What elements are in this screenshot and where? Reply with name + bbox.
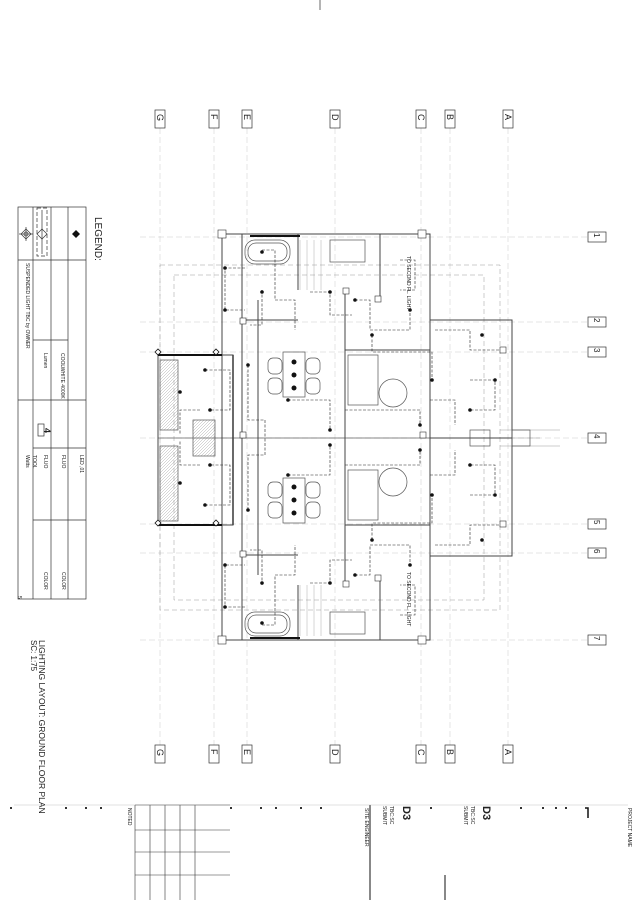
grid-letter-c-top: C — [416, 114, 426, 121]
noted-label: NOTED — [126, 808, 132, 826]
grid-number-7: 7 — [592, 636, 601, 641]
legend-col-color: COLOR — [60, 572, 66, 590]
grid-letter-f-top: F — [209, 114, 219, 120]
sheet-code-1: D3 — [480, 806, 492, 821]
grid-number-1: 1 — [592, 233, 601, 238]
legend-col-fluo-2: FLUO — [42, 455, 48, 469]
legend-col-led: LED ,01 — [78, 455, 84, 474]
grid-letter-f-bottom: F — [209, 749, 219, 755]
legend-col-fluo-1: FLUO — [60, 455, 66, 469]
legend-heading: LEGEND: — [92, 217, 103, 261]
grid-letter-b-bottom: B — [445, 749, 455, 756]
grid-number-4: 4 — [592, 434, 601, 439]
sheet-sub-2b: SUBMIT — [381, 806, 387, 825]
legend-small-number: 5 — [16, 596, 22, 599]
drawing-title: LIGHTING LAYOUT: GROUND FLOOR PLAN — [37, 640, 47, 814]
grid-letter-g-bottom: G — [155, 749, 165, 757]
grid-letter-a-bottom: A — [503, 749, 513, 756]
drawing-scale: SC: 1:75 — [29, 640, 38, 672]
lighting-circuits — [179, 249, 500, 626]
grid-letter-e-bottom: E — [242, 749, 252, 756]
sheet-sub-1b: SUBMIT — [462, 806, 468, 825]
grid-letter-c-bottom: C — [416, 749, 426, 756]
grid-letter-a-top: A — [503, 114, 513, 121]
legend-number: 4 — [42, 428, 52, 434]
sheet-code-2: D3 — [400, 806, 412, 821]
grid-letter-d-top: D — [330, 114, 340, 121]
grid-letter-g-top: G — [155, 114, 165, 122]
project-name-label: PROJECT NAME — [626, 808, 632, 848]
title-block — [14, 804, 628, 900]
grid-letter-b-top: B — [445, 114, 455, 121]
grid-bubbles — [154, 109, 607, 764]
legend-lumen: Lumen — [42, 353, 48, 369]
sheet-sub-2a: TBC:SC — [388, 806, 394, 825]
grid-letter-e-top: E — [242, 114, 252, 121]
note-to-second-floor-top: TO SECOND FL. LIGHT — [405, 256, 411, 311]
grid-letter-d-bottom: D — [330, 749, 340, 756]
grid-number-2: 2 — [592, 318, 601, 323]
light-fixtures — [178, 250, 497, 625]
legend-cool-white: COOLWHITE 4000K — [59, 353, 65, 399]
legend-suspended: SUSPENDED LIGHT TBC by OWNER — [24, 263, 30, 349]
grid-number-3: 3 — [592, 348, 601, 353]
sheet-sub-1a: TBC:SC — [469, 806, 475, 825]
legend-frame — [17, 206, 87, 600]
grid-number-5: 5 — [592, 520, 601, 525]
legend-watt: Watts — [24, 455, 30, 468]
title-block-marks — [10, 807, 567, 809]
note-to-second-floor-bottom: TO SECOND FL. LIGHT — [405, 572, 411, 627]
legend-col-color-2: COLOR — [42, 572, 48, 590]
site-engineer-label: SITE ENGINEER — [363, 808, 369, 847]
legend-tool: TOOL — [31, 455, 37, 469]
grid-number-6: 6 — [592, 549, 601, 554]
